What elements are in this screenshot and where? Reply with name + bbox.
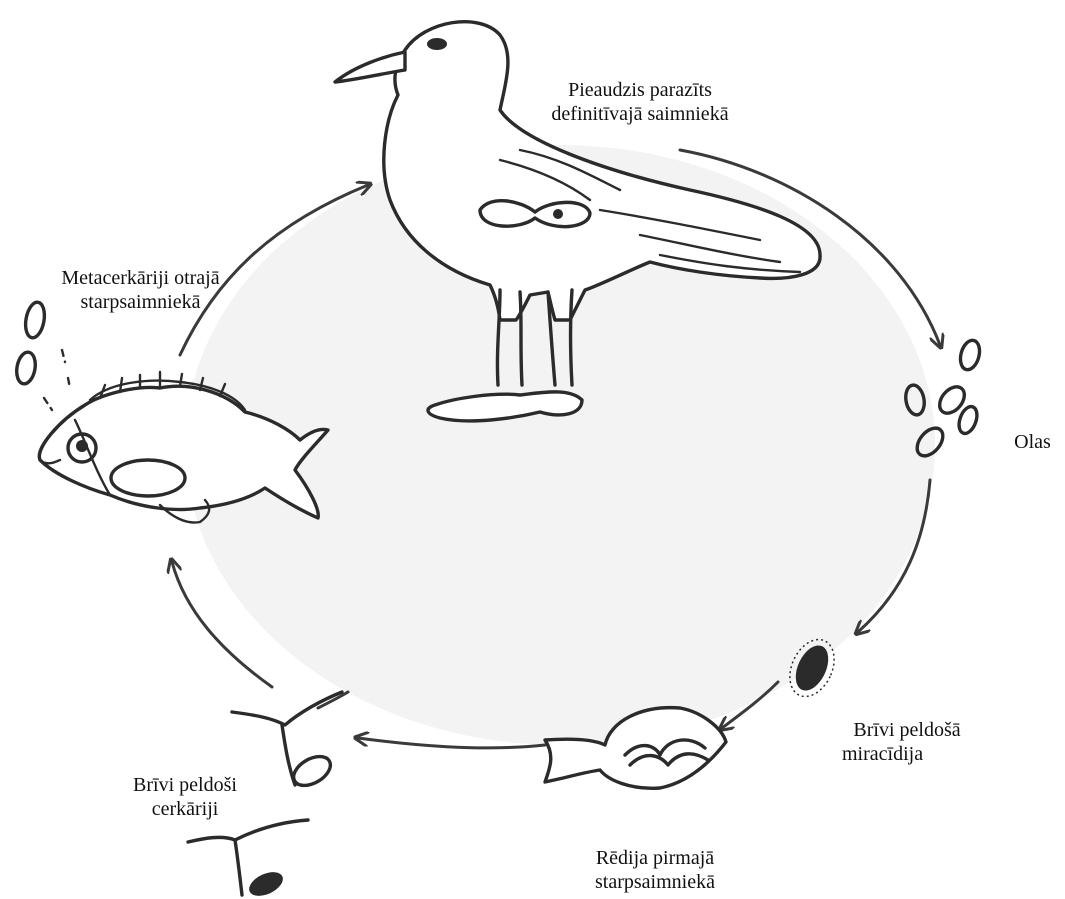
label-eggs: Olas — [1005, 430, 1060, 454]
label-adult-line2: definitīvajā saimniekā — [525, 102, 755, 126]
label-cercariae-line2: cerkāriji — [110, 797, 260, 821]
label-redia-line2: starpsaimniekā — [560, 870, 750, 894]
label-redia-line1: Rēdija pirmajā — [560, 846, 750, 870]
label-eggs-line1: Olas — [1005, 430, 1060, 454]
label-metacercariae: Metacerkāriji otrajā starpsaimniekā — [18, 266, 263, 314]
label-metacercariae-line1: Metacerkāriji otrajā — [18, 266, 263, 290]
label-adult-parasite: Pieaudzis parazīts definitīvajā saimniek… — [525, 78, 755, 126]
label-miracidium-line2: miracīdija — [832, 742, 982, 766]
label-redia: Rēdija pirmajā starpsaimniekā — [560, 846, 750, 894]
label-miracidium-line1: Brīvi peldošā — [832, 718, 982, 742]
label-metacercariae-line2: starpsaimniekā — [18, 290, 263, 314]
label-adult-line1: Pieaudzis parazīts — [525, 78, 755, 102]
label-cercariae: Brīvi peldoši cerkāriji — [110, 773, 260, 821]
label-miracidium: Brīvi peldošā miracīdija — [832, 718, 982, 766]
label-cercariae-line1: Brīvi peldoši — [110, 773, 260, 797]
metacercaria-icon — [14, 301, 70, 410]
